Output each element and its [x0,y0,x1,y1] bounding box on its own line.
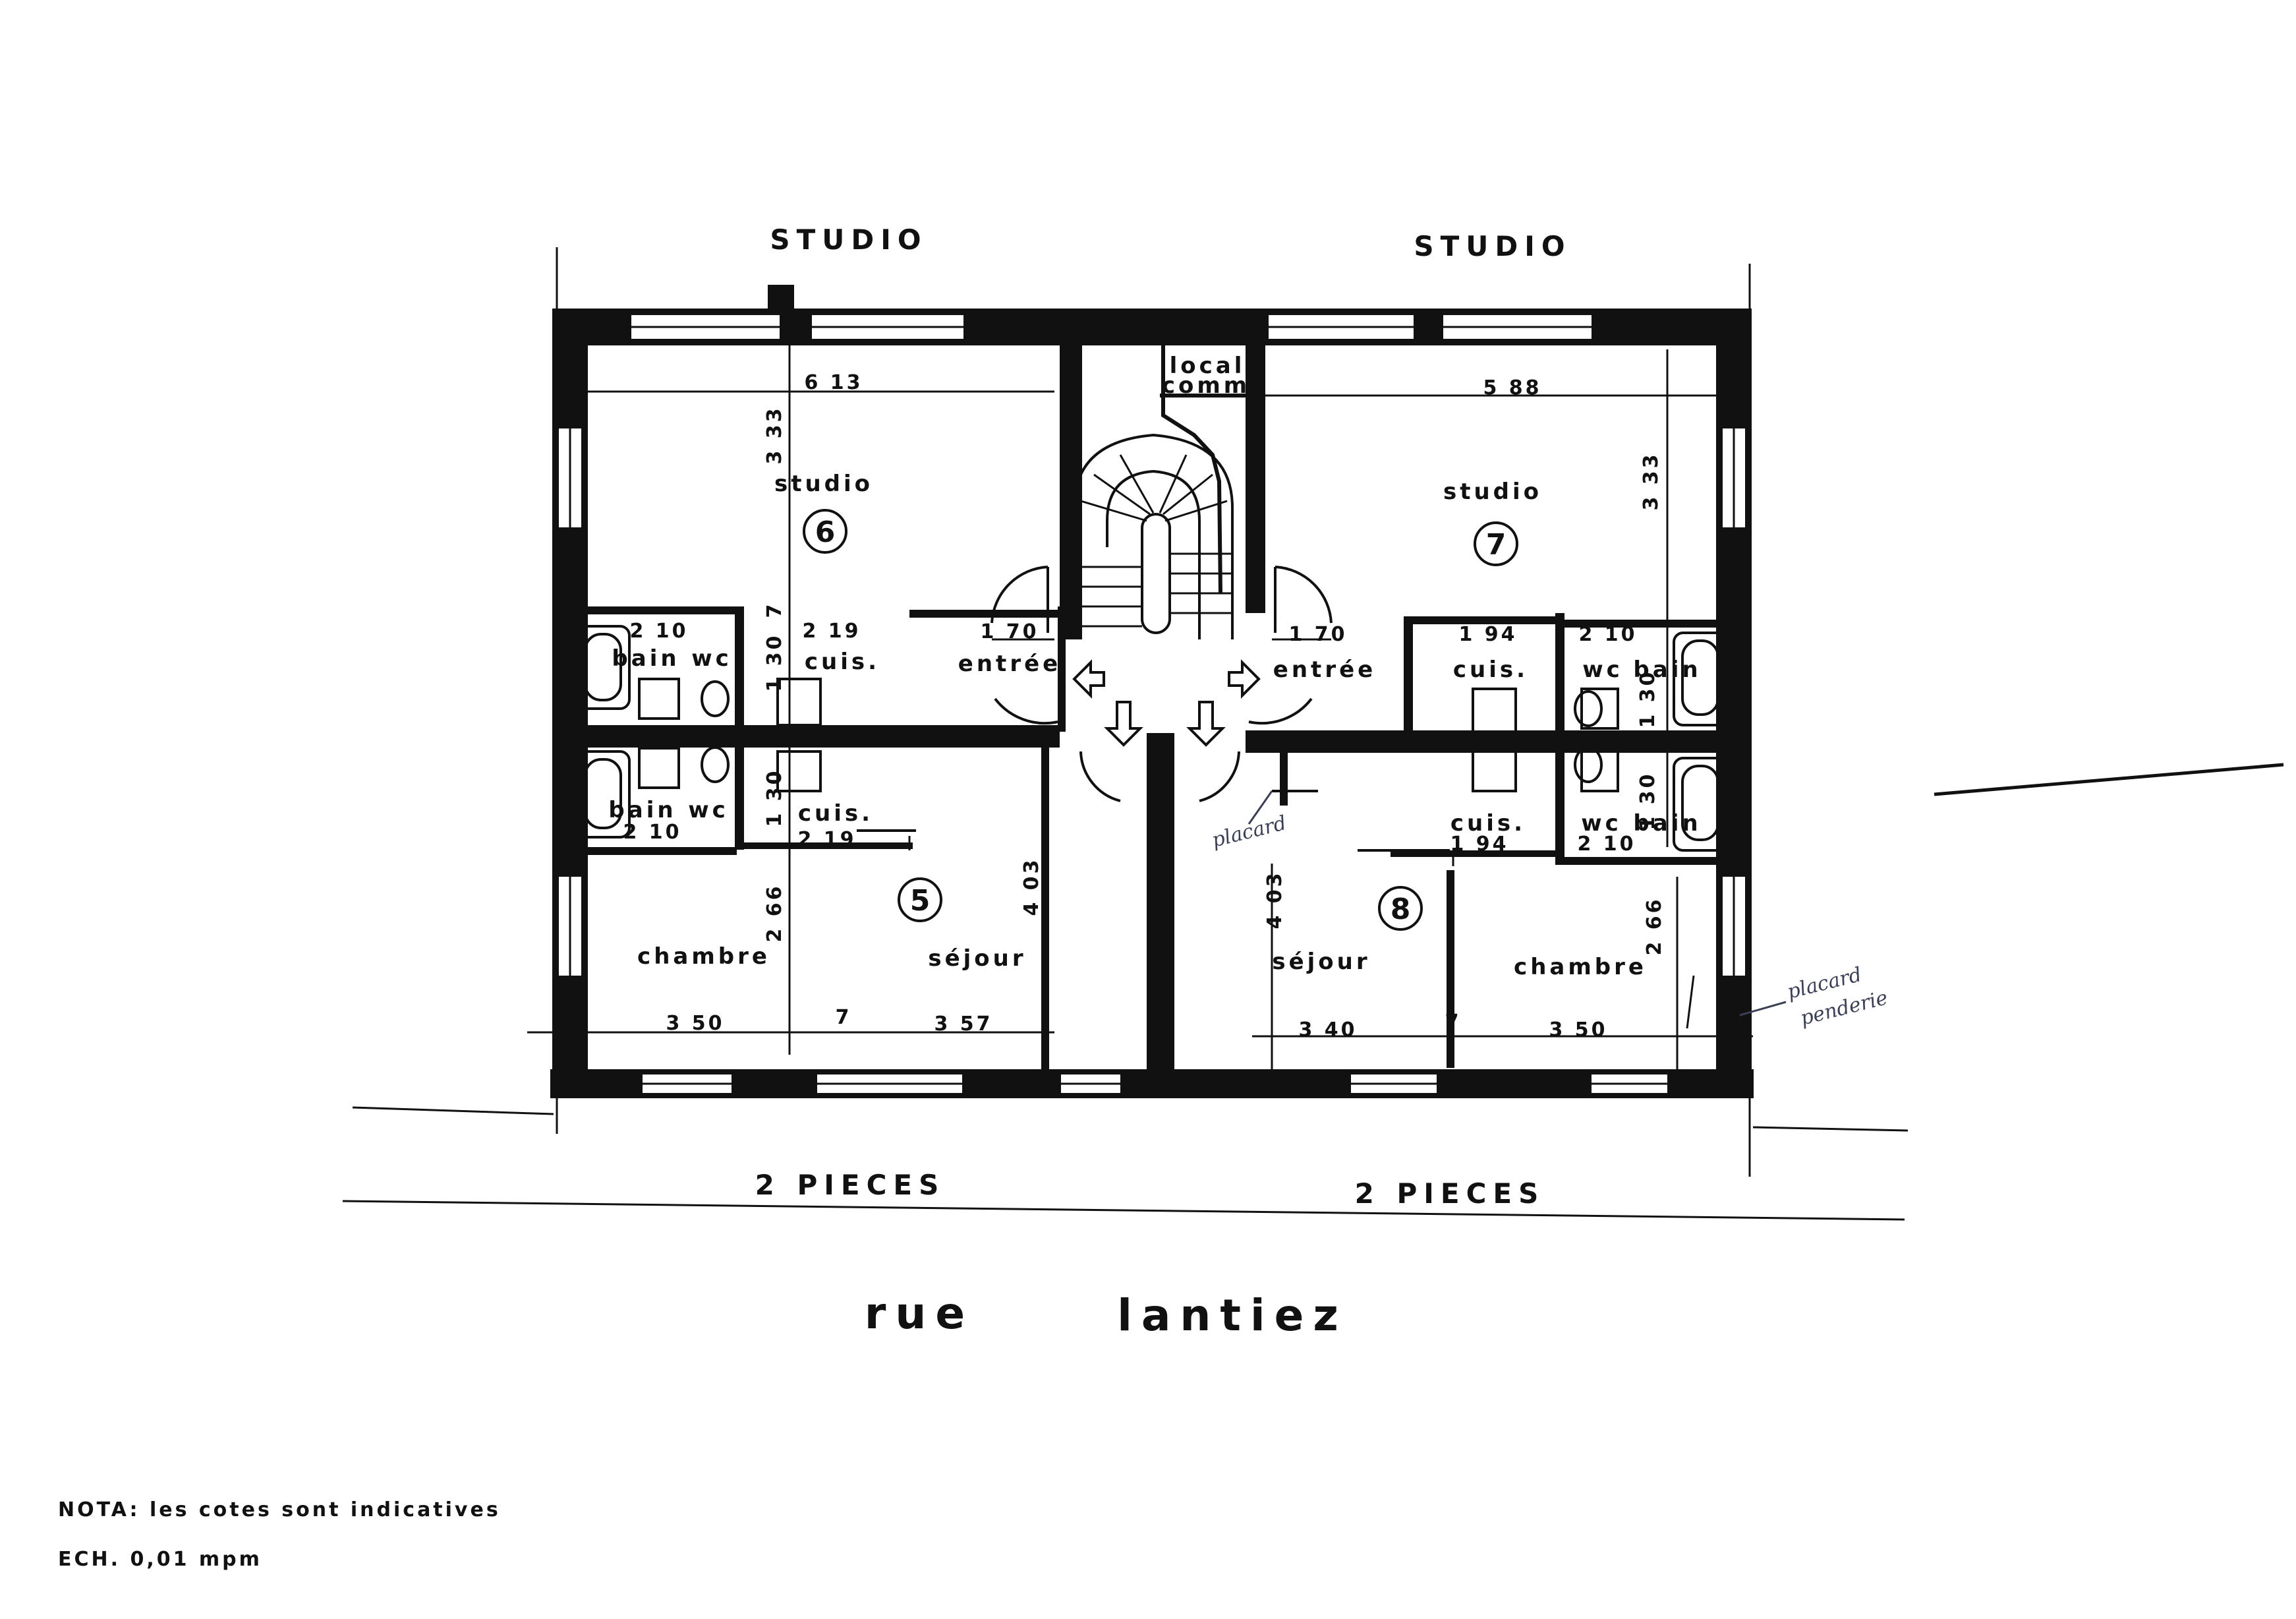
dim-194-top-right: 1 94 [1458,623,1517,646]
unit-6: 6 [815,515,836,549]
dim-210-bottom-right: 2 10 [1577,833,1636,856]
header-studio-right: STUDIO [1414,230,1571,262]
label-chambre-5: chambre [637,943,770,970]
dim-130-bottom-left: 1 30 [763,768,786,827]
label-bain-8: bain [1633,810,1701,837]
street-word-lantiez: lantiez [1117,1290,1348,1341]
dim-130-bottom-right: 1 30 [1636,771,1659,830]
label-local-2: comm [1162,372,1250,399]
dim-194-bottom-right: 1 94 [1450,833,1508,856]
arrows [1072,659,1261,747]
label-cuis-8: cuis. [1450,810,1526,837]
label-wc-7: wc [1582,657,1623,683]
label-sejour-5: séjour [928,945,1026,972]
dim-7-left: 7 [836,1006,852,1029]
note-nota: NOTA: les cotes sont indicatives [58,1498,501,1521]
header-studio-left: STUDIO [770,223,927,256]
label-wc-6: wc [691,645,732,672]
dim-333-right: 3 33 [1640,452,1663,510]
dim-613: 6 13 [804,371,863,394]
staircase [1073,433,1234,639]
unit-5: 5 [910,884,931,918]
handwriting-pointers [1248,790,1787,1016]
note-scale: ECH. 0,01 mpm [58,1548,262,1571]
label-entree-left: entrée [958,651,1061,677]
label-sejour-8: séjour [1272,949,1370,975]
header-2-pieces-left: 2 PIECES [755,1169,946,1201]
label-chambre-8: chambre [1514,954,1647,980]
label-cuis-5: cuis. [798,800,873,827]
label-bain-7: bain [1633,657,1701,683]
dim-340: 3 40 [1298,1018,1357,1042]
label-cuis-6: cuis. [805,649,880,675]
dim-170-left: 1 70 [980,620,1039,643]
local-comm [1160,345,1249,594]
label-local-1: local [1170,353,1246,379]
label-bain-6: bain [612,645,679,672]
dim-219-bottom-left: 2 19 [797,828,856,851]
dim-130-top-left: 1 30 [763,633,786,692]
label-wc-8: wc [1581,810,1622,837]
dim-210-top-left: 2 10 [629,620,688,643]
street-word-rue: rue [865,1288,974,1339]
dim-266-left: 2 66 [763,883,786,942]
label-studio-6: studio [774,471,873,497]
doors [990,566,1333,802]
dim-357: 3 57 [934,1013,992,1036]
dim-403-left: 4 03 [1020,857,1043,916]
dim-403-right: 4 03 [1263,870,1286,929]
dim-219-top-left: 2 19 [802,620,861,643]
dim-130-top-right: 1 30 [1636,669,1659,728]
dim-170-right: 1 70 [1288,623,1347,646]
dim-350-left: 3 50 [666,1012,724,1035]
label-entree-right: entrée [1273,657,1376,683]
unit-7: 7 [1486,528,1507,562]
label-studio-7: studio [1443,479,1542,505]
dim-210-top-right: 2 10 [1578,623,1637,646]
fixtures [575,625,1728,852]
unit-8: 8 [1391,893,1411,926]
dim-7-right: 7 [1445,1011,1462,1034]
dim-210-bottom-left: 2 10 [623,821,681,844]
handwritten-placard-left: placard [1209,811,1288,852]
windows [559,315,1745,1093]
header-2-pieces-right: 2 PIECES [1355,1177,1545,1210]
dim-333-left: 3 33 [763,405,786,464]
label-wc-5: wc [688,797,729,823]
label-cuis-7: cuis. [1453,657,1528,683]
dim-266-right: 2 66 [1643,897,1666,955]
unit-markers [803,509,1518,931]
dim-588: 5 88 [1483,376,1541,399]
dimension-lines [527,336,1753,1069]
label-bain-5: bain [608,797,676,823]
dim-350-right: 3 50 [1549,1018,1607,1042]
dim-7-top-left: 7 [763,602,786,618]
